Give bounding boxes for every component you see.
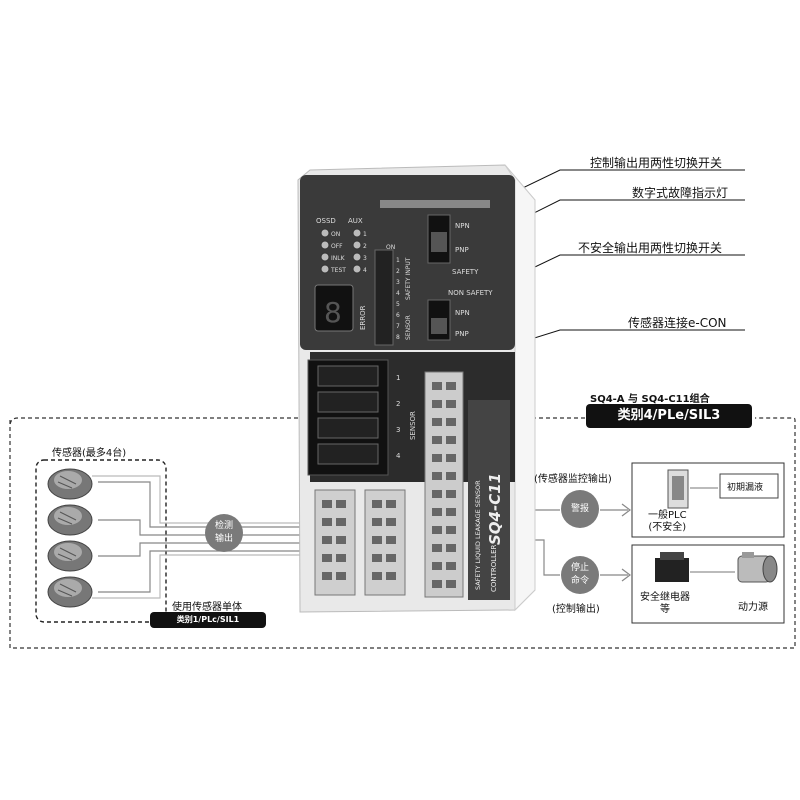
sensor-single-badge: 类别1/PLc/SIL1 <box>150 612 266 628</box>
relay-label-line2: 等 <box>660 604 670 615</box>
dip-group-safety-input: SAFETY INPUT <box>405 257 412 300</box>
sensor-disc <box>47 540 93 572</box>
sensor-port-2: 2 <box>396 400 400 408</box>
alarm-text: 警报 <box>570 503 589 514</box>
sensor-disc <box>47 468 93 500</box>
status-leds <box>320 228 362 274</box>
callout-polarity-switch-control: 控制输出用两性切换开关 <box>590 156 723 170</box>
sensor-disc <box>47 576 93 608</box>
callout-sensor-econ: 传感器连接e-CON <box>628 316 727 330</box>
controller-device <box>297 164 536 613</box>
aux-led-1-label: 1 <box>363 231 367 238</box>
aux-led-4-label: 4 <box>363 267 367 274</box>
dip-num-2: 2 <box>396 268 400 275</box>
detect-output-bubble: 检测 输出 <box>205 514 243 552</box>
control-output-label: (控制输出) <box>552 604 600 615</box>
dip-num-5: 5 <box>396 301 400 308</box>
dip-num-1: 1 <box>396 257 400 264</box>
controller-label: CONTROLLER <box>490 544 498 592</box>
sensor-discs <box>47 468 93 608</box>
ossd-led-test-label: TEST <box>330 267 346 274</box>
power-source-label: 动力源 <box>738 602 768 613</box>
detect-output-line2: 输出 <box>214 534 233 544</box>
combo-badge: 类别4/PLe/SIL3 <box>586 404 752 428</box>
aux-header: AUX <box>348 217 363 225</box>
sensor-single-use: 使用传感器单体 <box>172 602 242 613</box>
callout-digital-fault-indicator: 数字式故障指示灯 <box>632 186 729 200</box>
safety-label: SAFETY <box>452 268 479 276</box>
dip-num-6: 6 <box>396 312 400 319</box>
terminal-screws <box>322 382 456 588</box>
dip-num-8: 8 <box>396 334 400 341</box>
error-digit: 8 <box>324 296 342 329</box>
monitor-output-label: (传感器监控输出) <box>534 474 612 485</box>
ossd-led-inlk-label: INLK <box>331 255 346 262</box>
safety-relay-image <box>655 552 735 582</box>
error-label: ERROR <box>359 305 367 330</box>
model-label: SQ4-C11 <box>486 473 504 545</box>
combo-caption: SQ4-A 与 SQ4-C11组合 <box>590 394 710 405</box>
sensor-port-3: 3 <box>396 426 400 434</box>
leak-display-text: 初期漏液 <box>727 483 764 493</box>
npn-label-nonsafety: NPN <box>455 309 470 317</box>
plc-label-line2: (不安全) <box>648 522 687 533</box>
power-source-image <box>737 552 778 583</box>
leak-display-frame <box>719 473 779 499</box>
dip-group-sensor: SENSOR <box>405 315 412 340</box>
ossd-header: OSSD <box>316 217 336 225</box>
aux-led-3-label: 3 <box>363 255 367 262</box>
stop-command-line1: 停止 <box>570 563 589 573</box>
product-side-text: SAFETY LIQUID LEAKAGE SENSOR <box>474 480 482 590</box>
ossd-led-off-label: OFF <box>331 243 343 250</box>
dip-on-label: ON <box>386 244 395 251</box>
npn-label-safety: NPN <box>455 222 470 230</box>
dip-num-3: 3 <box>396 279 400 286</box>
sensor-port-4: 4 <box>396 452 401 460</box>
ossd-led-on-label: ON <box>331 231 340 238</box>
stop-command-bubble: 停止 命令 <box>561 556 599 594</box>
sensor-port-label: SENSOR <box>409 411 417 440</box>
relay-label-line1: 安全继电器 <box>640 592 690 603</box>
plc-label: 一般PLC (不安全) <box>648 510 687 534</box>
pnp-label-safety: PNP <box>455 246 469 254</box>
plc-module-image <box>667 469 718 509</box>
detect-output-line1: 检测 <box>214 521 233 531</box>
sensor-cables <box>92 475 300 599</box>
aux-led-2-label: 2 <box>363 243 367 250</box>
sensor-disc <box>47 504 93 536</box>
sensor-group-title: 传感器(最多4台) <box>52 448 127 459</box>
dip-num-7: 7 <box>396 323 400 330</box>
dip-num-4: 4 <box>396 290 400 297</box>
relay-label: 安全继电器 等 <box>640 592 690 616</box>
non-safety-label: NON SAFETY <box>448 289 493 297</box>
sensor-port-1: 1 <box>396 374 400 382</box>
alarm-bubble: 警报 <box>561 490 599 528</box>
stop-command-line2: 命令 <box>570 576 589 586</box>
callout-polarity-switch-unsafe: 不安全输出用两性切换开关 <box>578 241 723 255</box>
system-dashed-boundary <box>9 417 796 649</box>
pnp-label-nonsafety: PNP <box>455 330 469 338</box>
sensor-group-boundary <box>35 459 167 623</box>
plc-label-line1: 一般PLC <box>648 510 687 521</box>
